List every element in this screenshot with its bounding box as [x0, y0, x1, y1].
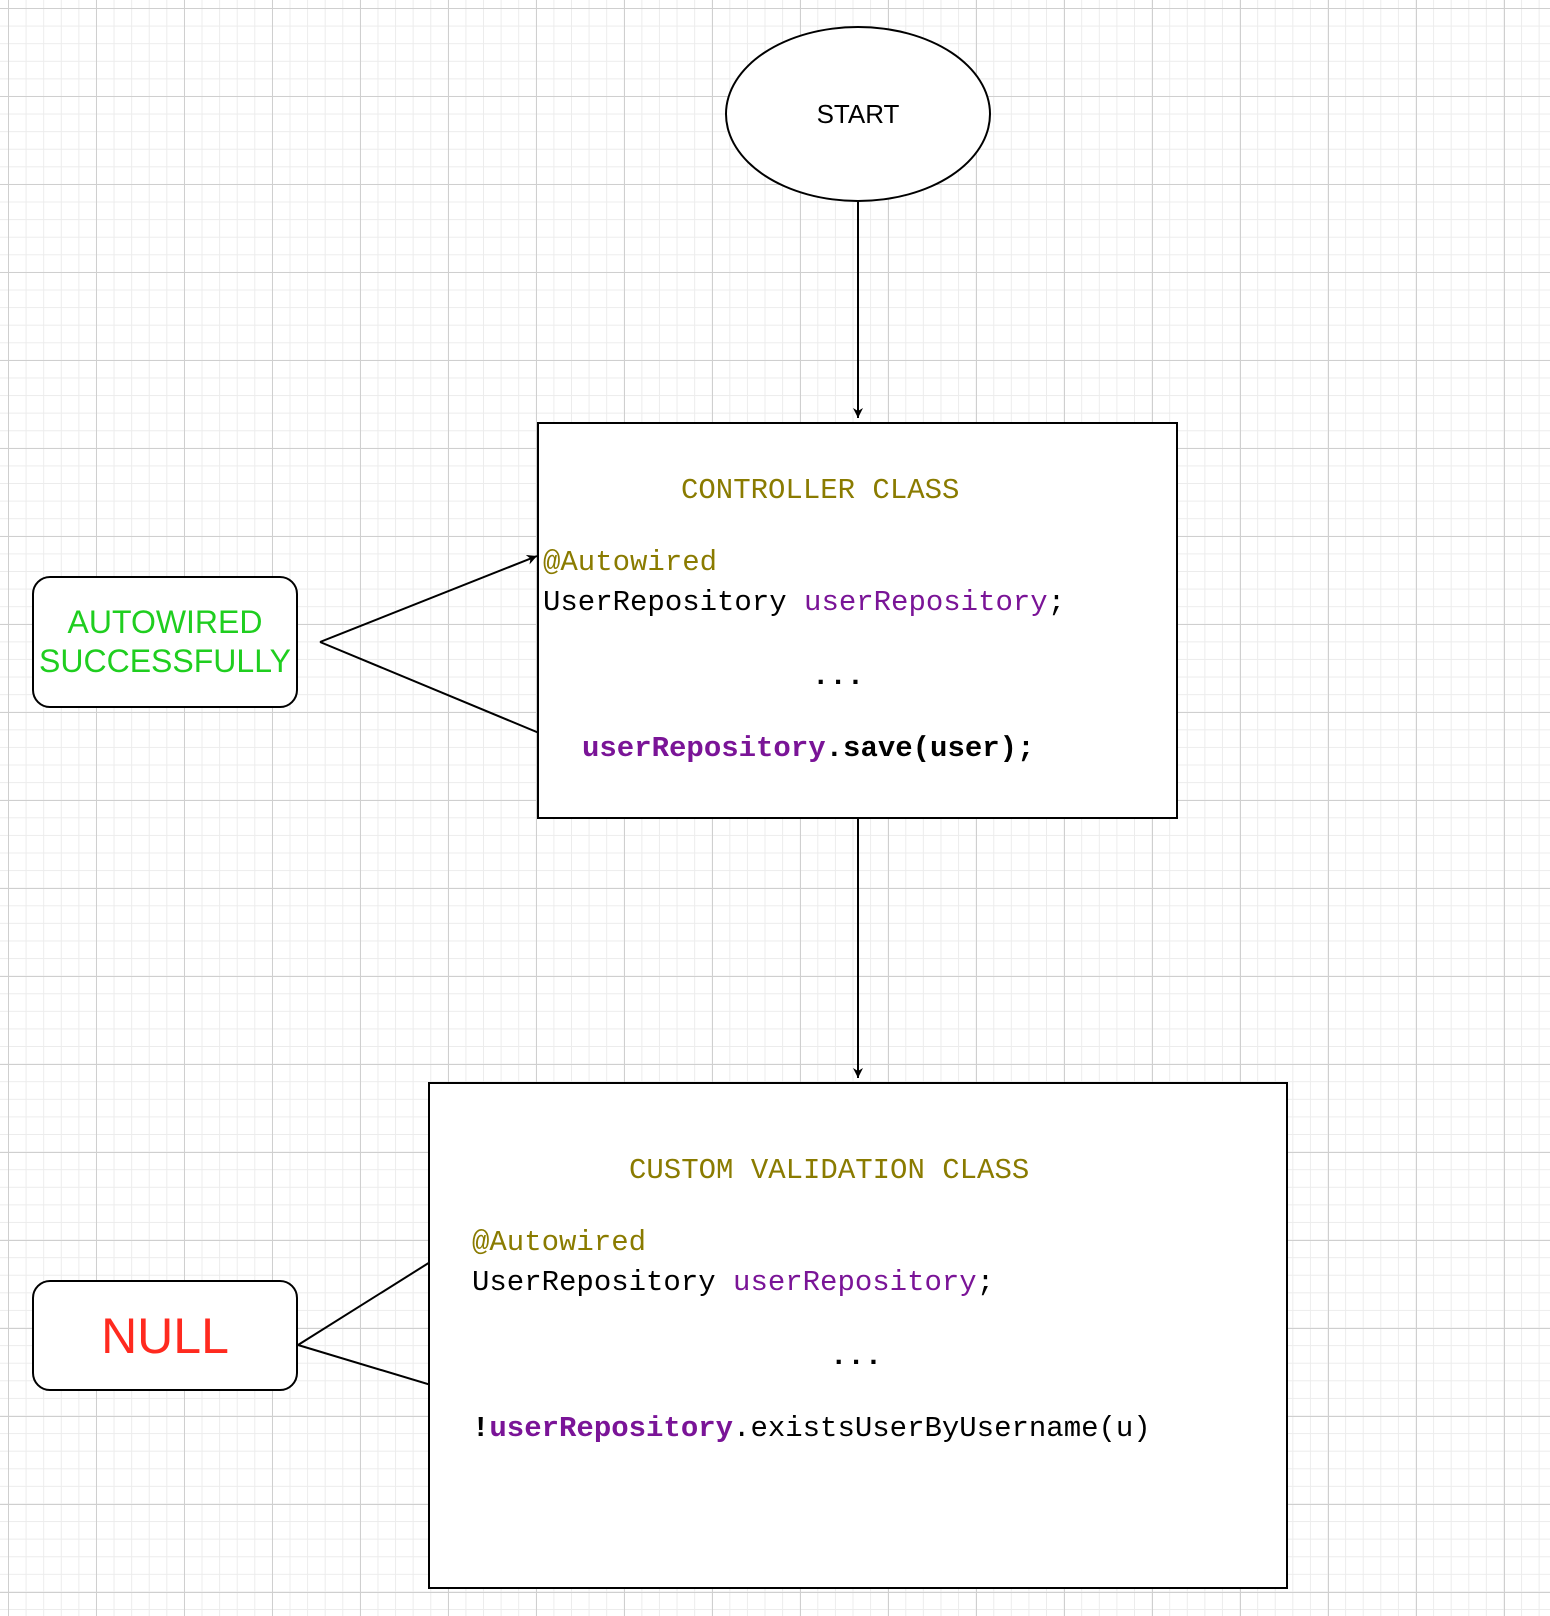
autowired-status-box[interactable]: AUTOWIRED SUCCESSFULLY — [32, 576, 298, 708]
autowired-status-line2: SUCCESSFULLY — [39, 643, 291, 679]
validation-call-prefix: ! — [472, 1412, 490, 1445]
controller-annotation: @Autowired — [543, 546, 718, 579]
controller-call-method: .save(user); — [825, 732, 1035, 765]
validation-field-name: userRepository — [733, 1266, 977, 1299]
validation-field-declaration: UserRepository userRepository; — [472, 1266, 994, 1300]
start-node[interactable]: START — [725, 26, 991, 202]
controller-field-type: UserRepository — [543, 586, 805, 619]
controller-title: CONTROLLER CLASS — [681, 474, 960, 507]
validation-call-method: .existsUserByUsername(u) — [733, 1412, 1151, 1445]
edge-autowired-to-save-call — [319, 641, 581, 751]
controller-call-object: userRepository — [582, 732, 826, 765]
validation-title: CUSTOM VALIDATION CLASS — [629, 1154, 1030, 1187]
controller-save-call: userRepository.save(user); — [582, 732, 1034, 766]
start-label: START — [816, 98, 900, 129]
null-status-label: NULL — [101, 1307, 229, 1364]
controller-class-box[interactable] — [537, 422, 1178, 819]
controller-ellipsis: ... — [812, 660, 865, 693]
validation-annotation: @Autowired — [472, 1226, 647, 1259]
validation-exists-call: !userRepository.existsUserByUsername(u) — [472, 1412, 1151, 1446]
controller-field-declaration: UserRepository userRepository; — [543, 586, 1065, 620]
validation-call-object: userRepository — [489, 1412, 734, 1445]
controller-field-semicolon: ; — [1047, 586, 1066, 619]
validation-field-type: UserRepository — [472, 1266, 734, 1299]
null-status-box[interactable]: NULL — [32, 1280, 298, 1391]
validation-class-box[interactable] — [428, 1082, 1288, 1589]
controller-field-name: userRepository — [804, 586, 1048, 619]
edge-autowired-to-annotation — [319, 555, 538, 643]
validation-ellipsis: ... — [830, 1340, 883, 1373]
validation-field-semicolon: ; — [976, 1266, 995, 1299]
autowired-status-line1: AUTOWIRED — [67, 604, 263, 640]
